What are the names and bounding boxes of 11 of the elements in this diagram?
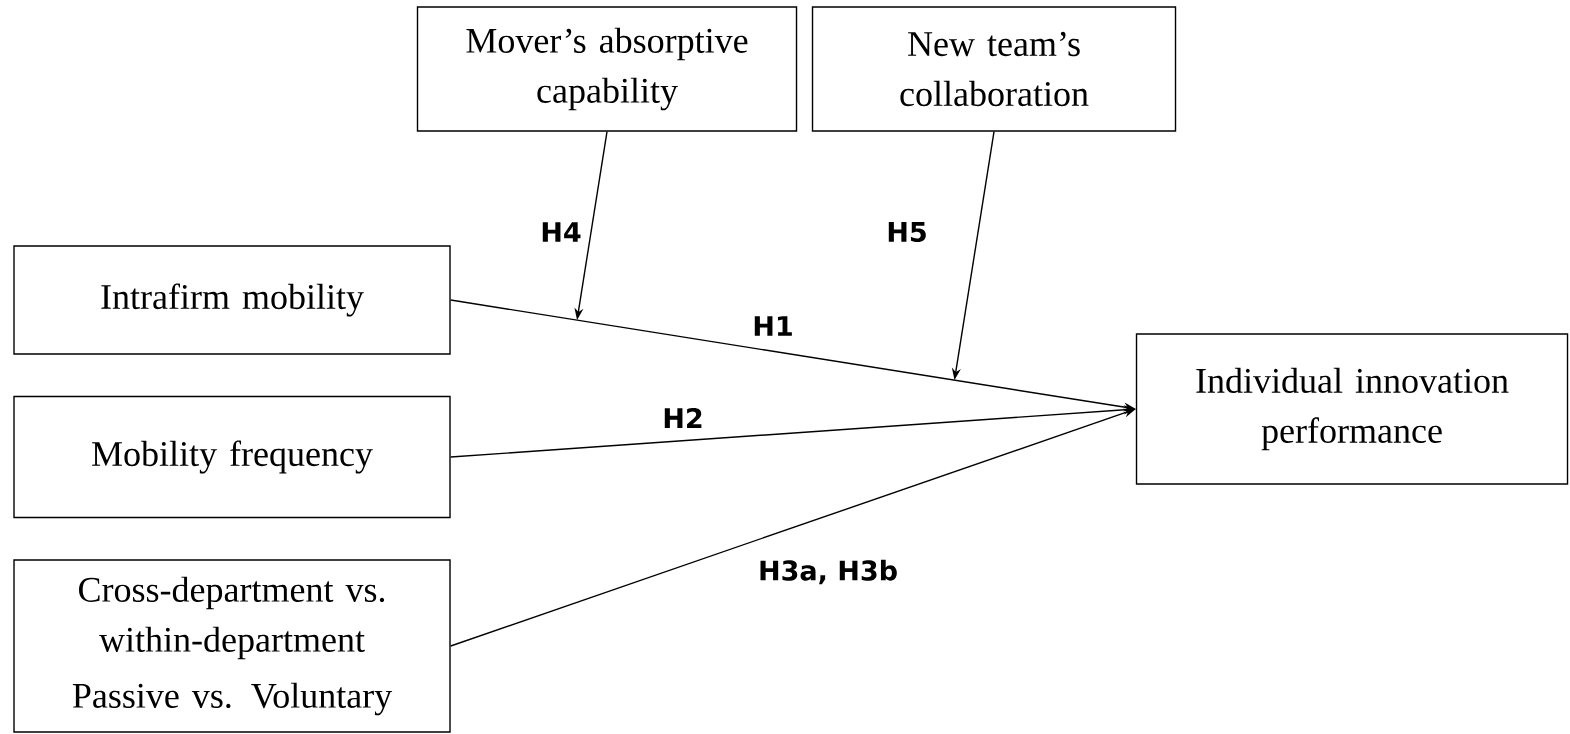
text-box: Mobility frequency — [13, 395, 451, 519]
edge-label: H3a, H3b — [756, 557, 900, 587]
edge-label: H1 — [750, 314, 796, 338]
text-box: New team’s collaboration — [811, 6, 1177, 132]
edge-label: H5 — [884, 219, 930, 245]
edge-label: H2 — [660, 406, 706, 430]
text-box: Mover’s absorptive capability — [416, 6, 798, 132]
text-box: Individual innovation performance — [1135, 333, 1569, 485]
text-box: Intrafirm mobility — [13, 245, 451, 355]
text-box: Cross-department vs. within-department Passive vs. Voluntary — [13, 559, 451, 733]
edge-label: H4 — [538, 220, 584, 244]
